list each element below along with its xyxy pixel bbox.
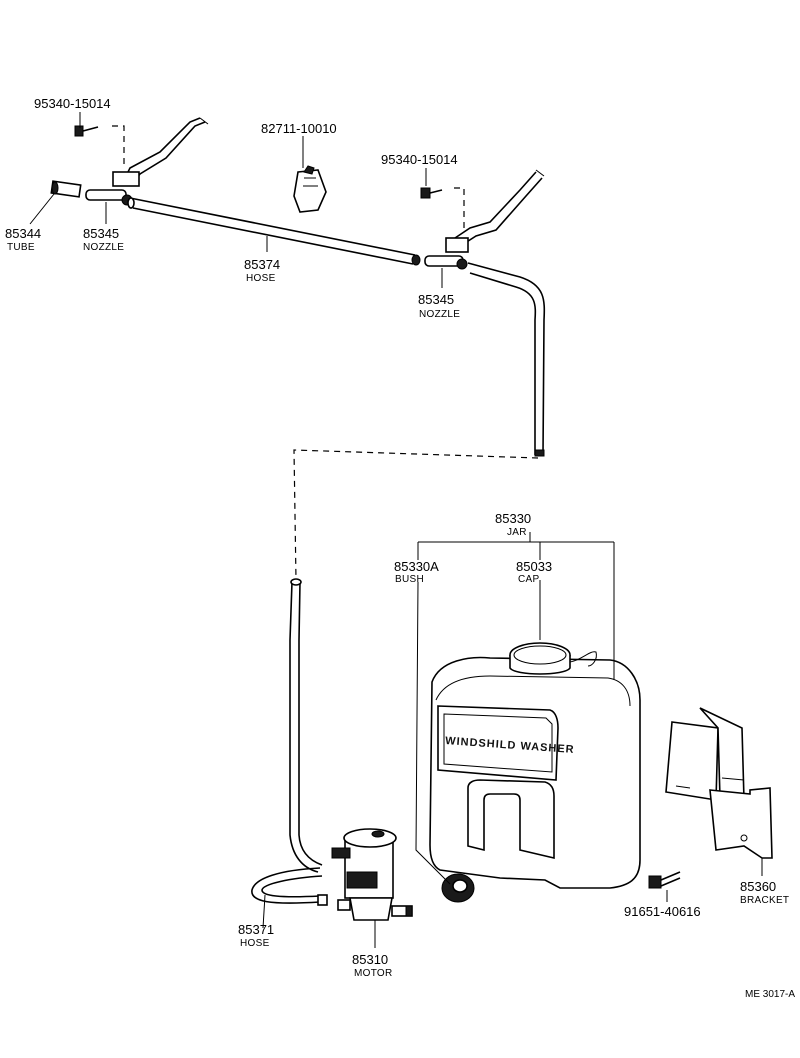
label-hose-lower: 85371 HOSE: [238, 922, 274, 949]
part-number: 85033: [516, 559, 552, 574]
label-screw-right: 95340-15014: [381, 152, 458, 167]
part-number: 85360: [740, 879, 776, 894]
wiper-arm-right: [445, 169, 545, 253]
hose-upper: [127, 197, 421, 266]
part-number: 85345: [418, 292, 454, 307]
label-clip: 82711-10010: [261, 121, 337, 136]
nozzle-left: [85, 189, 133, 206]
part-name: BRACKET: [740, 895, 789, 906]
part-name: BUSH: [395, 574, 424, 585]
part-name: TUBE: [7, 242, 35, 253]
part-number: 85371: [238, 922, 274, 937]
wiper-arm-left: [112, 117, 209, 187]
part-number: 85330A: [394, 559, 439, 574]
part-number: 85330: [495, 511, 531, 526]
screw-left: [74, 125, 99, 137]
label-motor: 85310 MOTOR: [352, 952, 393, 979]
hose-lower: [251, 578, 328, 906]
part-name: NOZZLE: [83, 242, 124, 253]
label-bracket: 85360 BRACKET: [740, 879, 789, 906]
part-name: NOZZLE: [419, 309, 460, 320]
part-name: CAP: [518, 574, 539, 585]
part-number: 85310: [352, 952, 388, 967]
part-number: 91651-40616: [624, 904, 701, 919]
part-number: 85374: [244, 257, 280, 272]
tube-85344: [50, 180, 82, 198]
hose-right-down: [467, 262, 546, 457]
washer-jar: WINDSHILD WASHER: [429, 642, 641, 903]
part-name: JAR: [507, 527, 527, 538]
motor: [331, 828, 413, 921]
label-jar: 85330 JAR: [495, 511, 531, 538]
label-bolt: 91651-40616: [624, 904, 701, 919]
part-number: 95340-15014: [34, 96, 111, 111]
bracket: [665, 707, 773, 859]
leader-lines: [29, 112, 763, 948]
label-bush: 85330A BUSH: [394, 559, 439, 585]
label-nozzle-left: 85345 NOZZLE: [83, 226, 124, 253]
part-name: MOTOR: [354, 968, 393, 979]
label-hose-upper: 85374 HOSE: [244, 257, 280, 284]
part-number: 85345: [83, 226, 119, 241]
nozzle-right: [424, 255, 468, 270]
part-number: 85344: [5, 226, 41, 241]
drawing-reference: ME 3017-A: [745, 989, 795, 1000]
screw-right: [420, 187, 443, 199]
label-nozzle-right: 85345 NOZZLE: [418, 292, 460, 320]
clip-82711: [293, 165, 327, 213]
part-number: 82711-10010: [261, 121, 337, 136]
bolt: [648, 871, 681, 889]
label-cap: 85033 CAP: [516, 559, 552, 585]
label-tube: 85344 TUBE: [5, 226, 41, 253]
part-name: HOSE: [246, 273, 276, 284]
part-number: 95340-15014: [381, 152, 458, 167]
label-screw-left: 95340-15014: [34, 96, 111, 111]
part-name: HOSE: [240, 938, 270, 949]
